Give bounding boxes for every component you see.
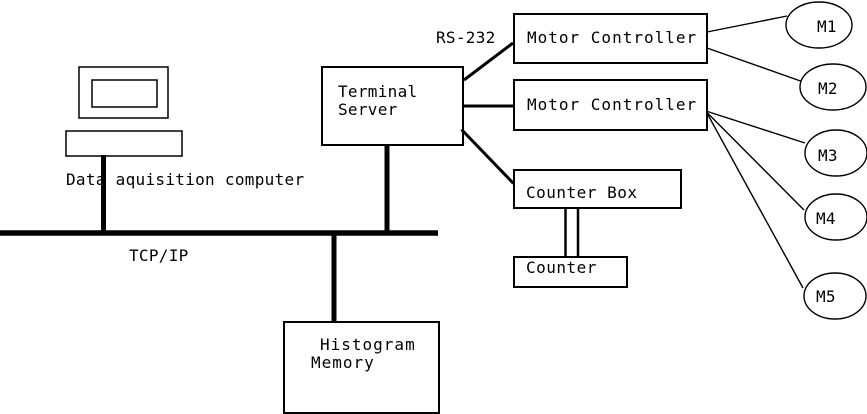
motor-m4-label: M4	[816, 209, 836, 228]
motor-controller-2-label: Motor Controller	[527, 95, 697, 114]
motor-controller-1-label: Motor Controller	[527, 28, 697, 47]
link-terminal-server-to-counter-box	[460, 128, 515, 185]
wire-motor-controller-2-to-m5	[706, 113, 804, 289]
link-terminal-server-to-motor-controller-1	[463, 41, 514, 82]
motor-m2-ellipse	[799, 63, 867, 111]
counter-label: Counter	[526, 258, 597, 277]
wire-motor-controller-1-to-m1	[706, 15, 788, 33]
computer-screen-icon	[91, 79, 158, 108]
histogram-memory-label-line1: Histogram	[320, 335, 416, 354]
motor-m3-ellipse	[804, 129, 867, 177]
histogram-memory-label-line2: Memory	[311, 353, 375, 372]
computer-monitor-icon	[78, 66, 169, 119]
motor-m2-label: M2	[818, 79, 838, 98]
wire-motor-controller-2-to-m3	[707, 110, 806, 144]
motor-controller-2-box	[513, 79, 708, 131]
motor-m3-label: M3	[818, 146, 838, 165]
counter-box-label: Counter Box	[526, 183, 637, 202]
tcpip-label: TCP/IP	[129, 246, 189, 265]
terminal-server-label-line2: Server	[338, 100, 398, 119]
wire-motor-controller-2-to-m4	[707, 112, 805, 211]
motor-controller-1-box	[513, 13, 708, 64]
computer-label: Data aquisition computer	[66, 170, 304, 189]
terminal-server-box	[321, 66, 464, 146]
histogram-memory-box	[283, 321, 440, 414]
motor-m1-label: M1	[817, 17, 837, 36]
rs232-label: RS-232	[436, 28, 496, 47]
wire-motor-controller-1-to-m2	[706, 47, 801, 82]
computer-keyboard-icon	[65, 130, 183, 157]
motor-m1-ellipse	[785, 1, 853, 49]
motor-m5-ellipse	[803, 272, 867, 320]
counter-box-box	[513, 169, 682, 209]
motor-m4-ellipse	[804, 193, 867, 241]
motor-m5-label: M5	[816, 287, 836, 306]
counter-box	[513, 256, 628, 288]
terminal-server-label-line1: Terminal	[338, 82, 417, 101]
